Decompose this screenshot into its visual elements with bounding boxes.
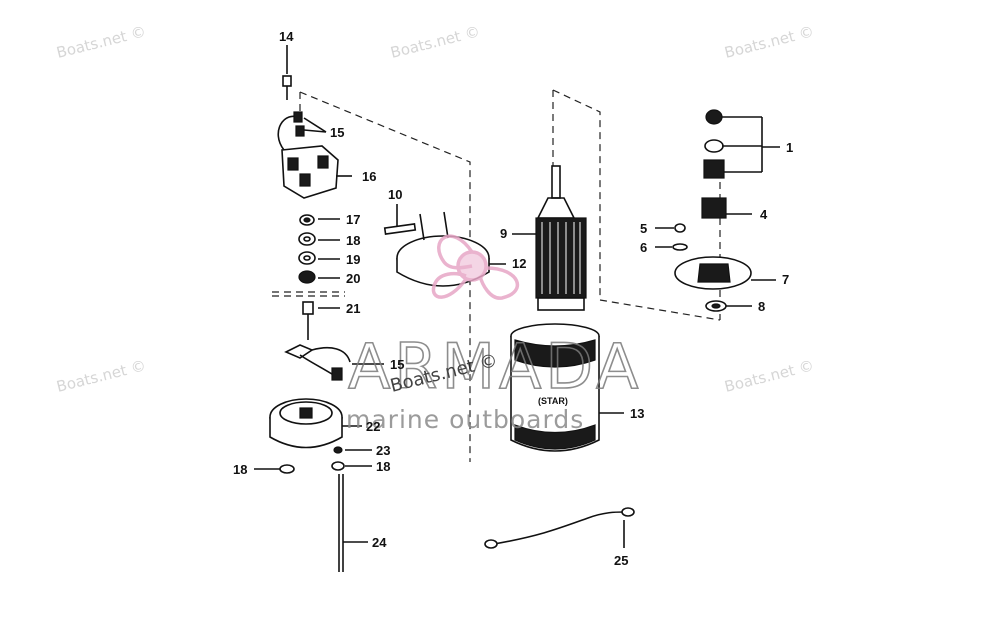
part-4-drive-assembly [701, 197, 752, 219]
watermark-text: Boats.net © [55, 22, 148, 62]
part-14-screw [282, 45, 292, 100]
housing-marking: (STAR) [538, 396, 568, 406]
brand-tagline: marine outboards [346, 405, 584, 434]
callout-16: 16 [362, 169, 376, 184]
callout-18: 18 [346, 233, 360, 248]
part-8-washer [705, 300, 752, 312]
callout-10: 10 [388, 187, 402, 202]
callout-25: 25 [614, 553, 628, 568]
callout-1: 1 [786, 140, 793, 155]
callout-21: 21 [346, 301, 360, 316]
callout-13: 13 [630, 406, 644, 421]
watermark-text: Boats.net © [723, 22, 816, 62]
part-13-field-housing: (STAR) [510, 323, 624, 452]
callout-15: 15 [390, 357, 404, 372]
callout-7: 7 [782, 272, 789, 287]
part-25-battery-cable [484, 507, 635, 549]
callout-24: 24 [372, 535, 387, 550]
callout-22: 22 [366, 419, 380, 434]
part-7-end-plate [674, 256, 776, 290]
part-5-6-nut-washer [655, 223, 688, 251]
part-21-terminal-bolt [302, 301, 340, 340]
part-1-pinion-drive [703, 109, 780, 179]
part-22-end-cap [269, 398, 362, 449]
callout-5: 5 [640, 221, 647, 236]
brand-wordmark: ARMADA [348, 330, 642, 403]
callout-8: 8 [758, 299, 765, 314]
callout-4: 4 [760, 207, 768, 222]
watermark-text: Boats.net © [55, 356, 148, 396]
callout-12: 12 [512, 256, 526, 271]
callout-20: 20 [346, 271, 360, 286]
callout-18: 18 [376, 459, 390, 474]
watermark-text: Boats.net © [389, 22, 482, 62]
parts-17-20-washers-nuts [298, 214, 340, 284]
armada-logo-watermark: ARMADA marine outboards Boats.net © [346, 234, 642, 434]
part-9-armature [512, 165, 587, 311]
parts-23-24-bolt-washer [254, 446, 372, 572]
part-15-brush-lead [284, 344, 384, 381]
propeller-logo-icon [431, 234, 520, 300]
callout-6: 6 [640, 240, 647, 255]
watermark-text: Boats.net © [723, 356, 816, 396]
assembly-dashed-lines [272, 89, 721, 462]
callout-14: 14 [279, 29, 294, 44]
callout-15: 15 [330, 125, 344, 140]
callout-19: 19 [346, 252, 360, 267]
callout-17: 17 [346, 212, 360, 227]
callout-labels: 1 4 5 6 7 8 9 10 12 13 14 15 15 16 17 18… [233, 29, 793, 568]
part-16-brush-holder [277, 111, 352, 199]
callout-18: 18 [233, 462, 247, 477]
callout-9: 9 [500, 226, 507, 241]
callout-23: 23 [376, 443, 390, 458]
